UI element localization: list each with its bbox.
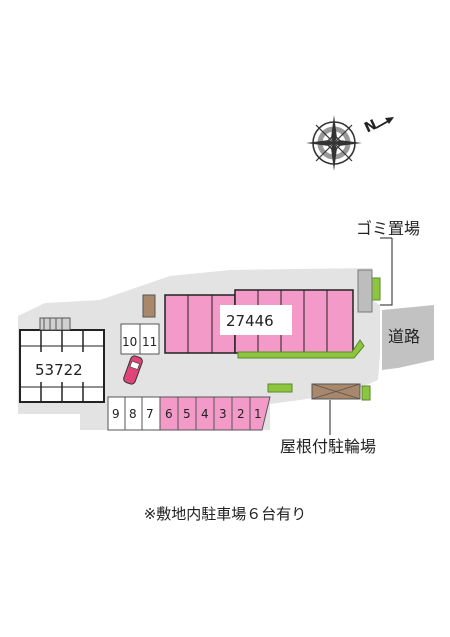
parking-slot-11-label: 11 <box>142 335 157 349</box>
parking-slot-9-label: 9 <box>112 407 120 421</box>
north-label: N <box>362 117 379 136</box>
garbage-leader-line <box>380 238 393 306</box>
building-53722 <box>19 317 105 403</box>
parking-slot-8-label: 8 <box>129 407 137 421</box>
parking-slot-1-label: 1 <box>254 407 262 421</box>
garbage-label: ゴミ置場 <box>356 219 420 238</box>
north-arrow-icon <box>375 117 394 129</box>
parking-slot-6-label: 6 <box>165 407 173 421</box>
road-label: 道路 <box>388 327 420 346</box>
building-27446-id: 27446 <box>226 312 274 330</box>
parking-slot-5-label: 5 <box>183 407 191 421</box>
parking-lower <box>107 396 271 431</box>
hedge <box>237 339 365 359</box>
bike-parking <box>311 383 361 400</box>
parking-slot-10-label: 10 <box>122 335 137 349</box>
parking-slot-2-label: 2 <box>237 407 245 421</box>
hedge-right <box>371 277 381 301</box>
parking-slot-4-label: 4 <box>201 407 209 421</box>
parking-upper <box>120 323 160 355</box>
hedge-lower <box>267 383 293 393</box>
building-27446 <box>164 289 354 354</box>
parking-slot-3-label: 3 <box>219 407 227 421</box>
garbage-area <box>357 269 373 313</box>
hedge-bike <box>361 385 371 401</box>
storage-box <box>142 294 156 318</box>
compass-rose-icon <box>306 115 362 171</box>
building-53722-id: 53722 <box>35 361 83 379</box>
road <box>382 305 434 370</box>
parking-slot-7-label: 7 <box>146 407 154 421</box>
bike-parking-label: 屋根付駐輪場 <box>280 437 376 456</box>
car-icon <box>123 355 143 385</box>
parking-note: ※敷地内駐車場６台有り <box>143 505 307 523</box>
